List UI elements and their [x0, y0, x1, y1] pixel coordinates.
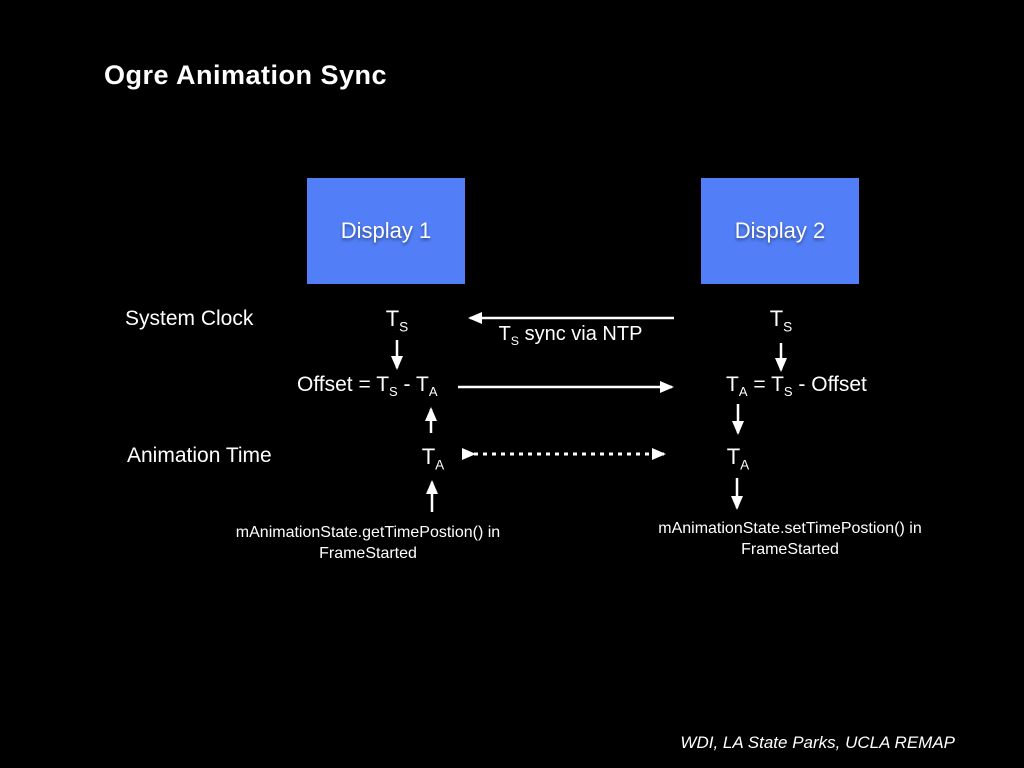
caption-line: mAnimationState.setTimePostion() in [658, 520, 922, 537]
display2-label: Display 2 [734, 218, 826, 243]
ta-symbol-display1: TA [411, 444, 455, 472]
formula-part: = T [747, 373, 784, 396]
formula-part: T [726, 373, 739, 396]
symbol-base: T [726, 444, 741, 469]
formula-part: - Offset [792, 373, 867, 396]
symbol-base: T [769, 306, 784, 331]
caption-line: FrameStarted [741, 541, 839, 559]
ts-symbol-display1: TS [375, 306, 419, 334]
footer-credits: WDI, LA State Parks, UCLA REMAP [680, 733, 955, 752]
display1-label: Display 1 [340, 218, 432, 243]
formula-part: Offset = T [297, 373, 390, 396]
formula-part: - T [397, 373, 429, 396]
ntp-sync-label: TS sync via NTP [467, 323, 674, 348]
sync-rest: sync via NTP [519, 323, 643, 345]
display1-box: Display 1 [307, 178, 465, 284]
animation-time-label: Animation Time [127, 444, 272, 467]
formula-sub: A [738, 384, 748, 400]
formula-sub: S [389, 384, 398, 400]
symbol-base: T [421, 444, 436, 469]
set-time-position-caption: mAnimationState.setTimePostion() in Fram… [630, 518, 950, 560]
slide-title: Ogre Animation Sync [104, 60, 388, 90]
formula-sub: A [428, 384, 438, 400]
symbol-sub: A [435, 457, 445, 473]
symbol-sub: A [740, 457, 750, 473]
symbol-sub: S [399, 319, 409, 335]
get-time-position-caption: mAnimationState.getTimePostion() in Fram… [208, 522, 528, 564]
caption-line: FrameStarted [319, 545, 417, 563]
formula-sub: S [783, 384, 793, 400]
ta-symbol-display2: TA [716, 444, 760, 472]
ta-formula: TA = TS - Offset [726, 373, 867, 399]
sync-sub: S [510, 334, 520, 348]
offset-formula: Offset = TS - TA [297, 373, 438, 399]
sync-base: T [498, 323, 511, 345]
symbol-base: T [385, 306, 400, 331]
system-clock-label: System Clock [125, 307, 254, 330]
caption-line: mAnimationState.getTimePostion() in [235, 524, 501, 541]
symbol-sub: S [783, 319, 793, 335]
display2-box: Display 2 [701, 178, 859, 284]
ts-symbol-display2: TS [759, 306, 803, 334]
